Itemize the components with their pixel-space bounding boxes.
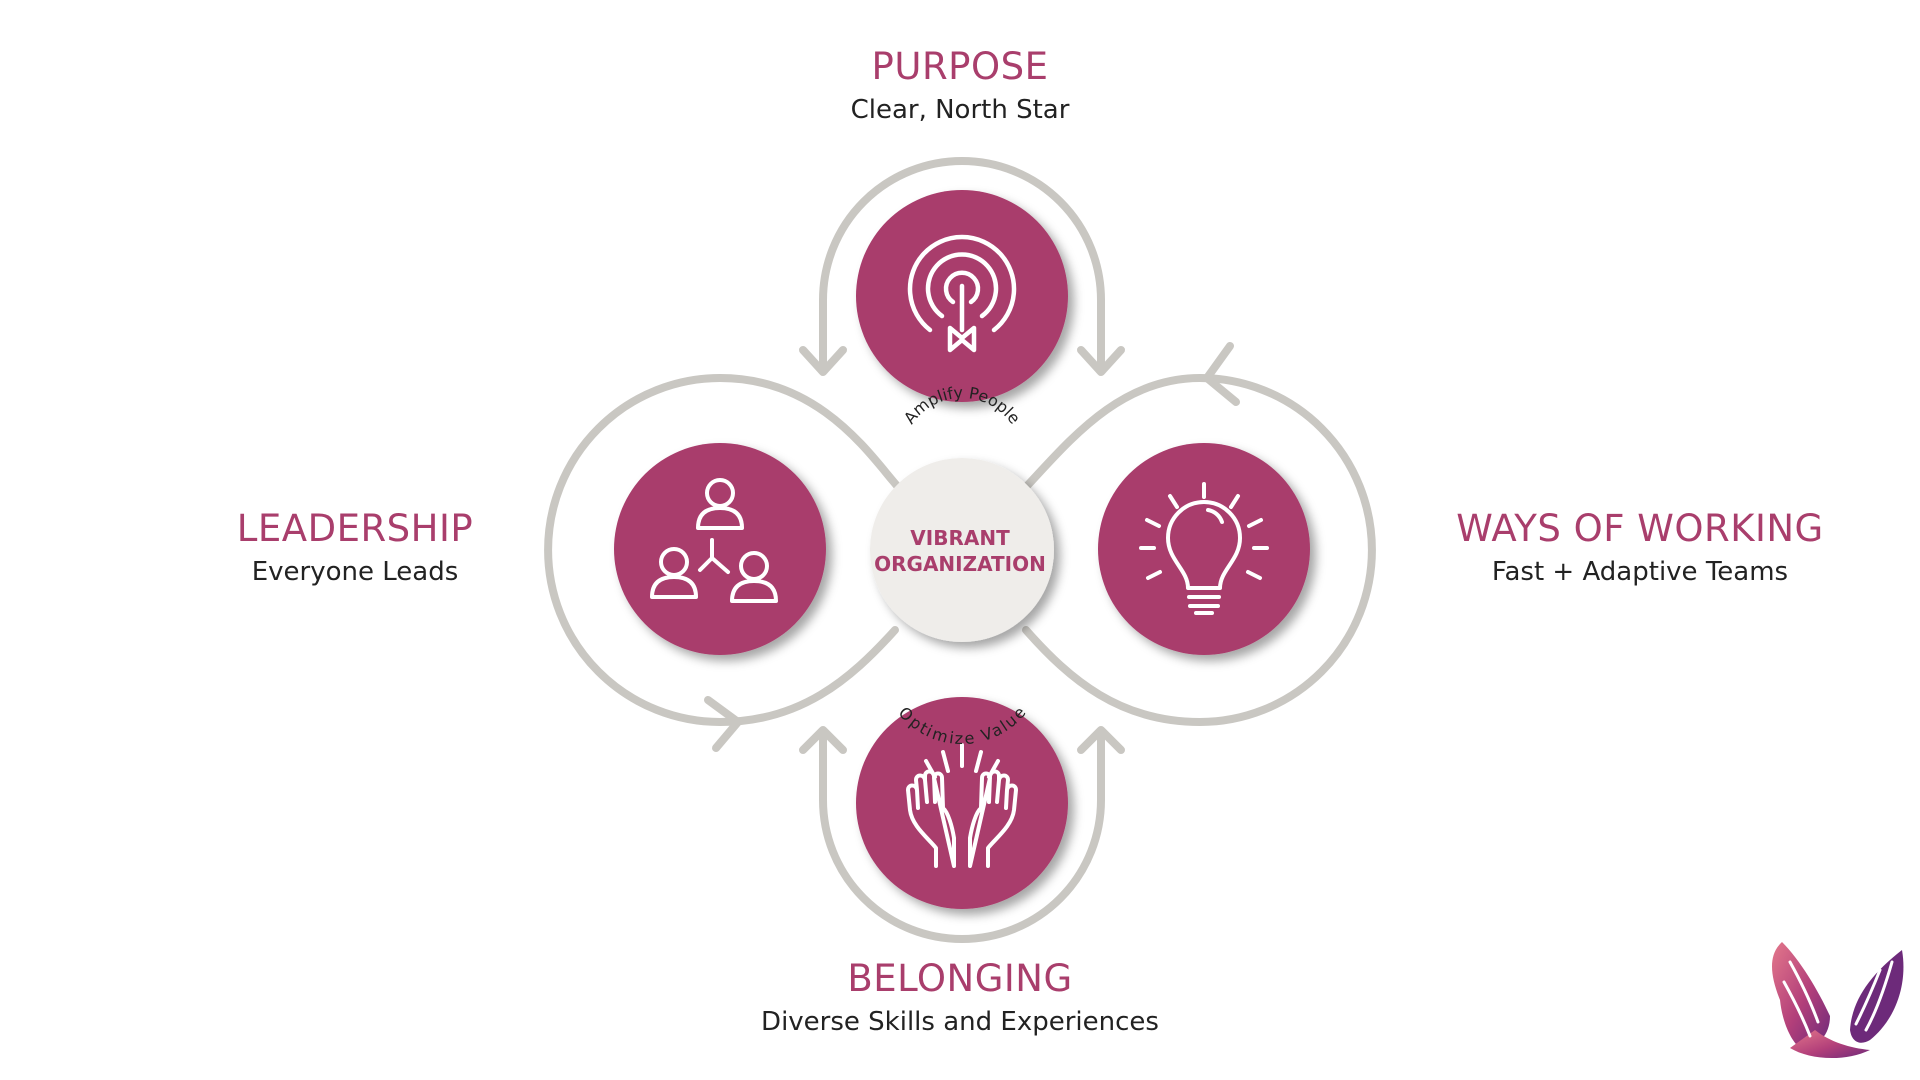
arrow-top-left: [799, 346, 847, 376]
node-leadership: [614, 443, 826, 655]
team-network-icon: [650, 478, 778, 603]
leadership-subtitle: Everyone Leads: [251, 557, 459, 587]
leadership-title: LEADERSHIP: [236, 507, 474, 550]
purpose-subtitle: Clear, North Star: [850, 95, 1070, 125]
arrow-bottom-right: [1077, 726, 1125, 754]
loop-bottom: [819, 731, 1105, 943]
node-purpose: [856, 190, 1068, 402]
purpose-label-block: PURPOSE Clear, North Star: [760, 46, 1160, 127]
loop-top: [819, 157, 1105, 372]
center-label-line1: VIBRANT: [910, 526, 1010, 550]
ways-subtitle: Fast + Adaptive Teams: [1491, 557, 1789, 587]
node-belonging: [856, 697, 1068, 909]
lightbulb-icon: [1139, 482, 1269, 615]
ways-title: WAYS OF WORKING: [1456, 507, 1824, 550]
arrow-top-right: [1077, 346, 1125, 376]
belonging-title: BELONGING: [847, 957, 1073, 1000]
center-label-line2: ORGANIZATION: [874, 552, 1046, 576]
arrow-bottom-left: [799, 726, 847, 754]
center-hub: [870, 458, 1054, 642]
belonging-subtitle: Diverse Skills and Experiences: [761, 1007, 1159, 1037]
loop-right: [1022, 374, 1376, 726]
cycle-loops: [544, 157, 1376, 943]
arrow-right: [1203, 342, 1240, 406]
belonging-label-block: BELONGING Diverse Skills and Experiences: [710, 958, 1210, 1039]
loop-left: [544, 374, 902, 726]
node-ways: [1098, 443, 1310, 655]
raised-hands-icon: [906, 743, 1018, 868]
center-label: VIBRANT ORGANIZATION: [865, 525, 1055, 577]
target-arrow-icon: [907, 234, 1017, 353]
leadership-label-block: LEADERSHIP Everyone Leads: [200, 508, 510, 589]
arrow-left: [704, 696, 742, 752]
ways-label-block: WAYS OF WORKING Fast + Adaptive Teams: [1420, 508, 1860, 589]
wing-logo-icon: [1772, 942, 1904, 1059]
purpose-title: PURPOSE: [871, 45, 1049, 88]
